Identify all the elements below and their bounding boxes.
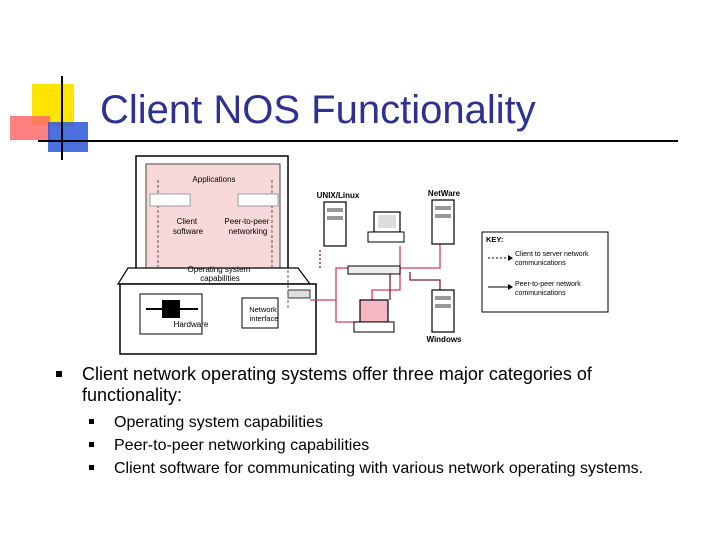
- key-title: KEY:: [486, 235, 503, 244]
- sub-bullet-text: Peer-to-peer networking capabilities: [114, 437, 370, 454]
- network-hub: [347, 265, 401, 275]
- bullet-main-text: Client network operating systems offer t…: [82, 364, 592, 405]
- label-applications: Applications: [192, 175, 235, 184]
- label-client-software-line2: software: [173, 227, 204, 236]
- diagram-svg: Applications Client software Peer-to-pee…: [116, 155, 609, 355]
- sub-bullet-marker: [89, 442, 94, 447]
- client-computer: [116, 155, 317, 355]
- bullet-main: Client network operating systems offer t…: [56, 364, 696, 406]
- label-client-software-line1: Client: [177, 217, 198, 226]
- sub-bullet-text: Client software for communicating with v…: [114, 460, 644, 477]
- label-os-capabilities: Operating system capabilities: [188, 265, 253, 283]
- label-os-capabilities-line1: Operating system: [188, 265, 251, 274]
- sub-bullet-item: Client software for communicating with v…: [89, 458, 696, 479]
- peer-workstation: [353, 299, 395, 333]
- label-network-interface-line1: Network: [249, 305, 277, 314]
- sub-bullet-marker: [89, 465, 94, 470]
- title-rule: [38, 140, 678, 142]
- label-network-interface-line2: interface: [250, 314, 279, 323]
- sub-bullet-list: Operating system capabilities Peer-to-pe…: [89, 412, 696, 479]
- netware-server: [431, 199, 455, 245]
- key-client-server-line2: communications: [515, 260, 566, 267]
- slide-title: Client NOS Functionality: [100, 88, 536, 132]
- key-peer-line1: Peer-to-peer network: [515, 281, 581, 288]
- key-client-server-label: Client to server network communications: [515, 251, 590, 267]
- label-peer-networking-line1: Peer-to-peer: [224, 217, 269, 226]
- deco-blue-square: [48, 122, 88, 152]
- label-network-interface: Network interface: [249, 305, 279, 323]
- network-diagram: Applications Client software Peer-to-pee…: [110, 150, 610, 360]
- label-os-capabilities-line2: capabilities: [200, 274, 240, 283]
- key-client-server-line1: Client to server network: [515, 251, 589, 258]
- unix-linux-server: [323, 201, 347, 247]
- key-peer-line2: communications: [515, 290, 566, 297]
- diagram-key: KEY: Client to server network communicat…: [481, 231, 609, 313]
- bullet-list: Client network operating systems offer t…: [56, 364, 696, 481]
- label-client-software: Client software: [173, 217, 204, 236]
- label-unix-linux: UNIX/Linux: [317, 191, 360, 200]
- windows-server: [431, 289, 455, 333]
- label-peer-networking: Peer-to-peer networking: [224, 217, 271, 236]
- sub-bullet-item: Operating system capabilities: [89, 412, 696, 433]
- label-windows: Windows: [426, 335, 462, 344]
- bullet-marker: [56, 371, 62, 377]
- middle-workstation: [367, 211, 405, 243]
- sub-bullet-text: Operating system capabilities: [114, 414, 323, 431]
- label-hardware: Hardware: [174, 320, 209, 329]
- sub-bullet-marker: [89, 419, 94, 424]
- deco-red-square: [10, 116, 50, 140]
- client-screen: [145, 163, 281, 271]
- key-peer-label: Peer-to-peer network communications: [515, 281, 583, 297]
- sub-bullet-item: Peer-to-peer networking capabilities: [89, 435, 696, 456]
- deco-vertical-rule: [61, 76, 63, 160]
- label-peer-networking-line2: networking: [229, 227, 268, 236]
- label-netware: NetWare: [428, 189, 461, 198]
